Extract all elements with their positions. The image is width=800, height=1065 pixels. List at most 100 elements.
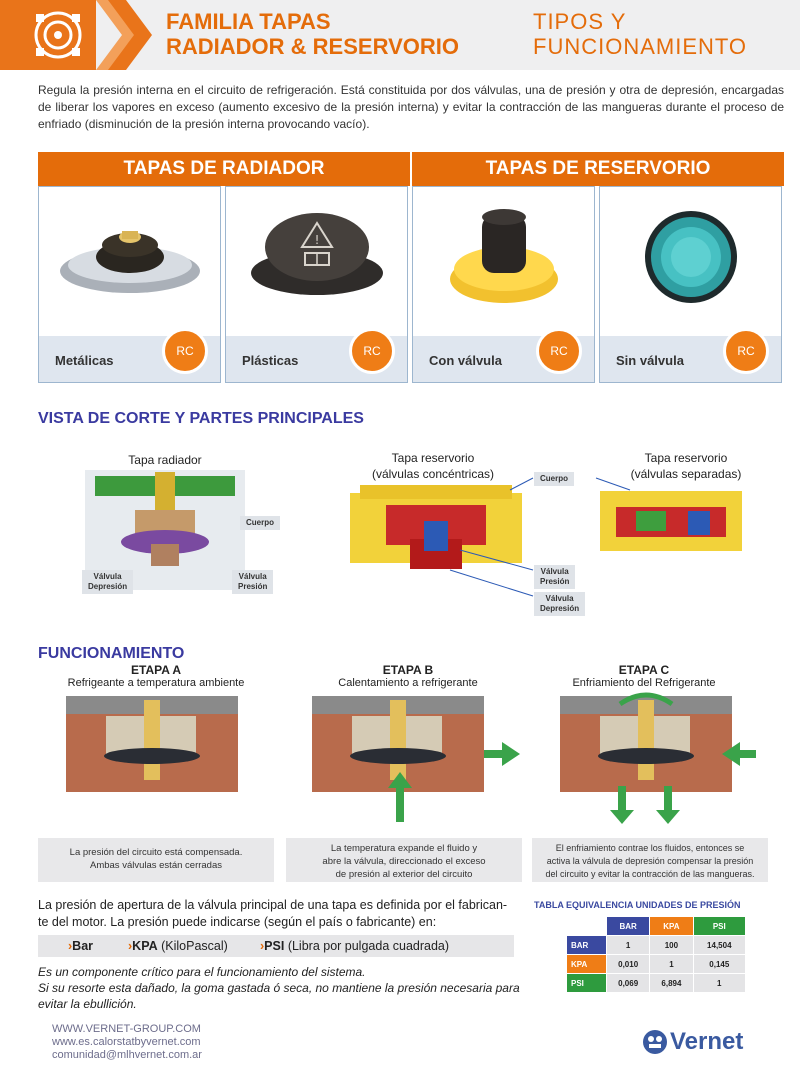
- chevron-right-icon: ›: [68, 939, 73, 953]
- stage-title: ETAPA B: [382, 663, 434, 677]
- units-bar: ›Bar ›KPA (KiloPascal) ›PSI (Libra por p…: [38, 935, 514, 957]
- product-name: Sin válvula: [616, 353, 684, 368]
- table-cell: 100: [649, 935, 694, 955]
- stage-a-note: La presión del circuito está compensada.…: [38, 838, 274, 882]
- label-line: Tapa reservorio: [644, 451, 728, 465]
- table-cell: 1: [692, 973, 747, 993]
- table-corner: [566, 916, 607, 936]
- footer-links: WWW.VERNET-GROUP.COM www.es.calorstatbyv…: [52, 1023, 202, 1062]
- stage-c-diagram: [560, 692, 756, 824]
- tag-valvula-depresion-left: Válvula Depresión: [82, 570, 134, 594]
- stage-subtitle: Refrigeante a temperatura ambiente: [67, 677, 245, 689]
- stage-a-diagram: [66, 696, 238, 792]
- logo-box: [0, 0, 96, 70]
- equivalence-table-title: TABLA EQUIVALENCIA UNIDADES DE PRESIÓN: [534, 900, 741, 910]
- plastic-cap-image: !: [251, 213, 383, 295]
- intro-paragraph: Regula la presión interna en el circuito…: [38, 83, 784, 131]
- stage-b-note: La temperatura expande el fluido y abre …: [286, 838, 522, 882]
- title-line-2: RADIADOR & RESERVORIO: [166, 34, 459, 59]
- pressure-text-line: te del motor. La presión puede indicarse…: [38, 915, 437, 929]
- product-card-sin-valvula[interactable]: Sin válvula RC: [599, 186, 782, 383]
- table-cell: 6,894: [649, 973, 694, 993]
- banner-reservoir: TAPAS DE RESERVORIO: [412, 152, 784, 186]
- chevron-right-icon: ›: [128, 939, 133, 953]
- note-line: La presión del circuito está compensada.: [69, 847, 243, 858]
- stage-subtitle: Enfriamiento del Refrigerante: [572, 677, 716, 689]
- footer-link-website[interactable]: WWW.VERNET-GROUP.COM: [52, 1023, 201, 1035]
- warning-line: Si su resorte esta dañado, la goma gasta…: [38, 981, 520, 995]
- product-card-con-valvula[interactable]: Con válvula RC: [412, 186, 595, 383]
- note-line: activa la válvula de depresión compensar…: [546, 856, 754, 866]
- tag-cuerpo-right: Cuerpo: [534, 472, 574, 486]
- row-header: PSI: [566, 973, 607, 993]
- footer-link-calorstat[interactable]: www.es.calorstatbyvernet.com: [52, 1036, 201, 1048]
- unit-psi: ›PSI (Libra por pulgada cuadrada): [260, 935, 449, 957]
- row-header: KPA: [566, 954, 607, 974]
- tag-line: Presión: [238, 582, 268, 591]
- note-line: El enfriamiento contrae los fluidos, ent…: [555, 843, 745, 853]
- unit-bar: ›Bar: [68, 935, 93, 957]
- valve-cap-image: [450, 209, 558, 303]
- svg-text:!: !: [315, 233, 320, 247]
- reservoir-concentric-section-image: [350, 485, 522, 569]
- column-header: KPA: [649, 916, 694, 936]
- note-line: de presión al exterior del circuito: [335, 869, 473, 880]
- product-card-plasticas[interactable]: ! Plásticas RC: [225, 186, 408, 383]
- tag-line: Válvula: [93, 572, 122, 581]
- warning-text: Es un componente crítico para el funcion…: [38, 964, 528, 1012]
- stage-b-diagram: [312, 696, 520, 822]
- column-header: BAR: [605, 916, 651, 936]
- tag-line: Válvula: [540, 567, 569, 576]
- callout-lines: [449, 477, 631, 597]
- rc-badge: RC: [162, 328, 208, 374]
- product-card-metalicas[interactable]: Metálicas RC: [38, 186, 221, 383]
- rc-badge: RC: [536, 328, 582, 374]
- stage-title: ETAPA A: [131, 663, 181, 677]
- table-cell: 0,010: [605, 954, 651, 974]
- brand-name: Vernet: [670, 1028, 744, 1055]
- stage-b-header: ETAPA B Calentamiento a refrigerante: [290, 663, 526, 689]
- tag-line: Depresión: [88, 582, 128, 591]
- note-line: La temperatura expande el fluido y: [330, 843, 478, 854]
- operation-title: FUNCIONAMIENTO: [38, 645, 185, 662]
- unit-abbr: Bar: [72, 939, 94, 953]
- stage-c-header: ETAPA C Enfriamiento del Refrigerante: [526, 663, 762, 689]
- product-name: Plásticas: [242, 353, 299, 368]
- tag-cuerpo-left: Cuerpo: [240, 516, 280, 530]
- unit-kpa: ›KPA (KiloPascal): [128, 935, 228, 957]
- tag-valvula-presion-left: Válvula Presión: [232, 570, 274, 594]
- rc-badge: RC: [723, 328, 769, 374]
- stage-title: ETAPA C: [618, 663, 670, 677]
- table-cell: 14,504: [692, 935, 747, 955]
- warning-line: Es un componente crítico para el funcion…: [38, 965, 366, 979]
- subtitle-line-1: TIPOS Y: [533, 9, 627, 34]
- vernet-logo: Vernet: [642, 1027, 743, 1057]
- subtitle-line-2: FUNCIONAMIENTO: [533, 34, 748, 59]
- page-subtitle: TIPOS Y FUNCIONAMIENTO: [533, 9, 747, 59]
- pressure-text: La presión de apertura de la válvula pri…: [38, 897, 522, 931]
- title-line-1: FAMILIA TAPAS: [166, 9, 331, 34]
- unit-abbr: KPA: [132, 939, 158, 953]
- footer-link-email[interactable]: comunidad@mlhvernet.com.ar: [52, 1049, 202, 1061]
- header-chevron: [96, 0, 152, 70]
- reservoir-separated-label: Tapa reservorio (válvulas separadas): [606, 450, 766, 482]
- note-line: Ambas válvulas están cerradas: [89, 860, 222, 871]
- reservoir-separated-section-image: [600, 491, 742, 551]
- product-name: Metálicas: [55, 353, 114, 368]
- table-cell: 0,145: [692, 954, 747, 974]
- banner-radiator: TAPAS DE RADIADOR: [38, 152, 410, 186]
- tag-line: Válvula: [238, 572, 267, 581]
- pressure-text-line: La presión de apertura de la válvula pri…: [38, 898, 508, 912]
- table-cell: 1: [605, 935, 651, 955]
- unit-desc: (Libra por pulgada cuadrada): [287, 939, 450, 953]
- label-line: (válvulas concéntricas): [371, 467, 495, 481]
- unit-abbr: PSI: [264, 939, 285, 953]
- product-name: Con válvula: [429, 353, 502, 368]
- stage-a-header: ETAPA A Refrigeante a temperatura ambien…: [38, 663, 274, 689]
- reservoir-concentric-label: Tapa reservorio (válvulas concéntricas): [348, 450, 518, 482]
- chevron-right-icon: ›: [260, 939, 265, 953]
- table-cell: 0,069: [605, 973, 651, 993]
- label-line: Tapa reservorio: [391, 451, 475, 465]
- label-line: (válvulas separadas): [630, 467, 742, 481]
- table-header-row: BAR KPA PSI: [566, 916, 747, 936]
